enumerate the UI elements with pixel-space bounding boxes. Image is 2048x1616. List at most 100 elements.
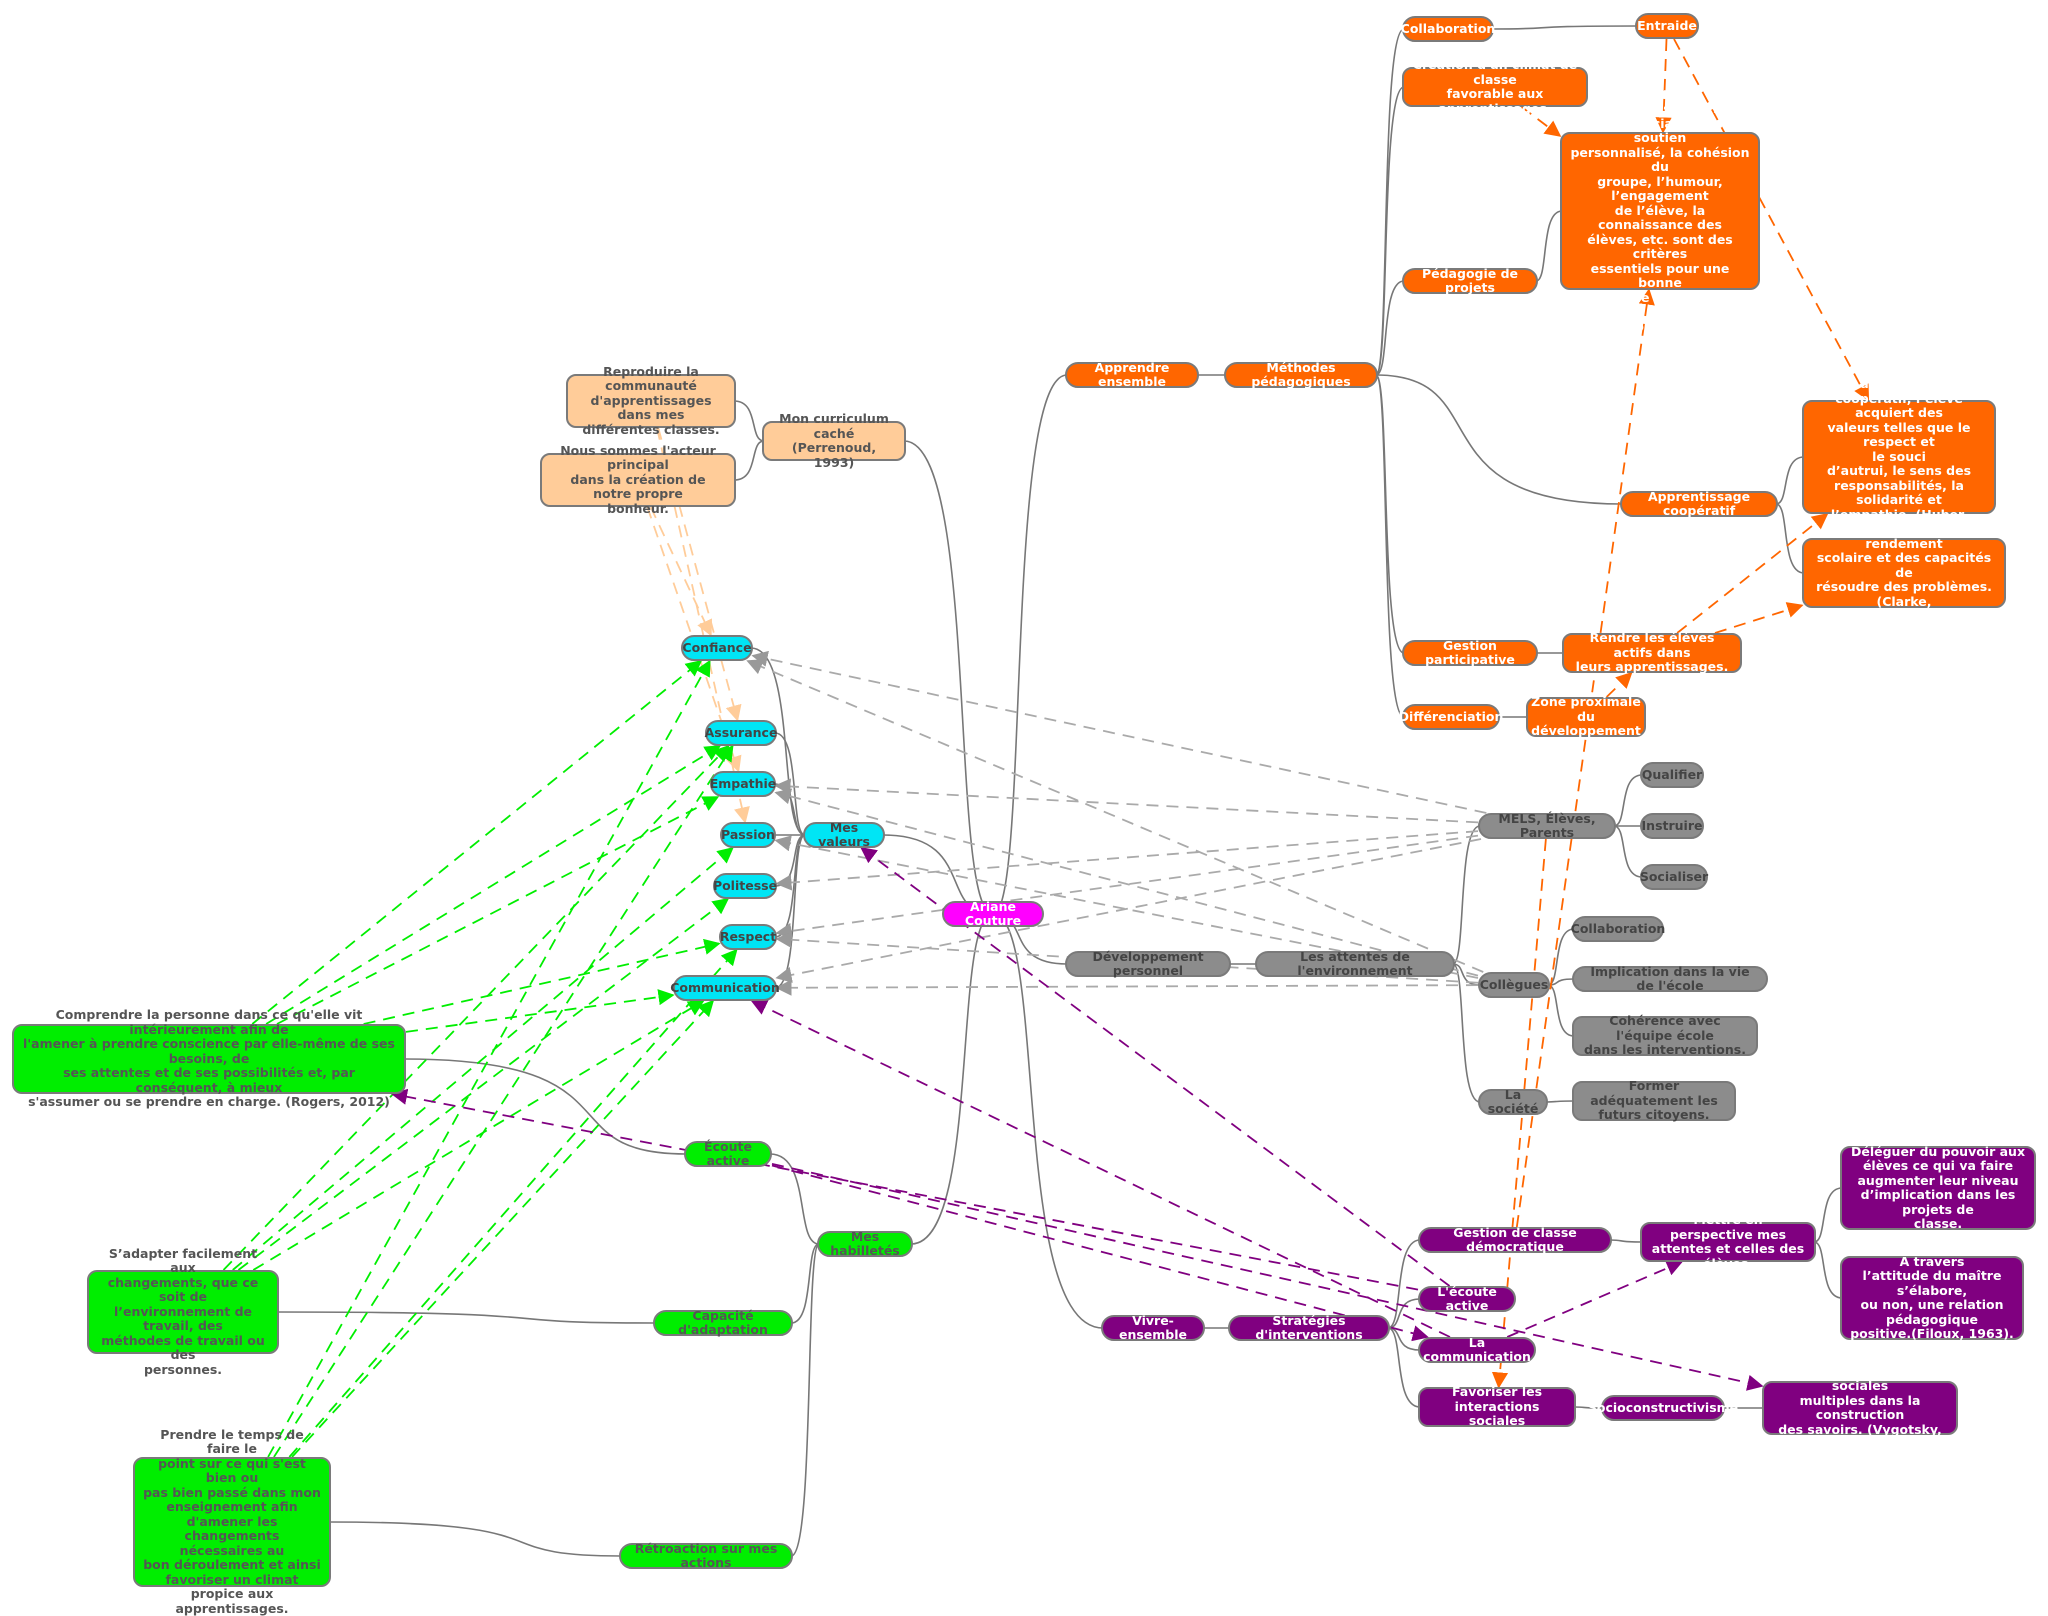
node-implication-ecole[interactable]: Implication dans la vie de l'école <box>1572 964 1768 993</box>
cross-link-purple <box>750 1000 1451 1338</box>
cross-link-green <box>265 745 722 1025</box>
tree-link <box>1775 456 1805 505</box>
tree-link <box>1491 25 1638 30</box>
cross-link-green <box>276 796 720 1025</box>
cross-link-purple <box>771 1164 1429 1342</box>
node-prendre-temps[interactable]: Prendre le temps de faire le point sur c… <box>133 1427 331 1616</box>
tree-link <box>769 1153 820 1245</box>
tree-link <box>1387 1239 1421 1329</box>
cross-link-gray <box>775 830 1479 891</box>
node-capacite-adaptation[interactable]: Capacité d'adaptation <box>653 1308 793 1337</box>
node-gestion-democratique[interactable]: Gestion de classe démocratique <box>1418 1225 1612 1254</box>
node-instruire[interactable]: Instruire <box>1640 813 1704 839</box>
node-mettre-perspective[interactable]: Mettre en perspective mes attentes et ce… <box>1640 1212 1816 1270</box>
node-empathie[interactable]: Empathie <box>710 771 776 797</box>
node-role-vygotsky[interactable]: Le rôle des interactions sociales multip… <box>1762 1364 1958 1451</box>
tree-link <box>1573 1406 1604 1409</box>
cross-link-green <box>222 744 730 1271</box>
tree-link <box>1375 28 1405 376</box>
tree-link <box>774 732 806 836</box>
node-mes-habiletes[interactable]: Mes habilletés <box>817 1229 913 1258</box>
node-comprendre-rogers[interactable]: Comprendre la personne dans ce qu'elle v… <box>12 1008 406 1109</box>
tree-link <box>1375 374 1405 654</box>
tree-link <box>790 1243 820 1324</box>
tree-link <box>1613 774 1643 827</box>
node-collaboration-gris[interactable]: Collaboration <box>1571 916 1665 942</box>
node-socialiser[interactable]: Socialiser <box>1640 864 1708 890</box>
cross-link-peach <box>649 506 713 637</box>
node-la-communication[interactable]: La communication <box>1418 1335 1536 1364</box>
tree-link <box>276 1311 656 1324</box>
node-amelioration-clarke[interactable]: Amélioration du rendement scolaire et de… <box>1802 522 2006 623</box>
cross-link-gray <box>775 979 1479 996</box>
node-retroaction[interactable]: Rétroaction sur mes actions <box>619 1541 793 1570</box>
node-curriculum-cache[interactable]: Mon curriculum caché (Perrenoud, 1993) <box>762 411 906 469</box>
tree-link <box>1545 1100 1575 1103</box>
node-respect[interactable]: Respect <box>719 924 777 950</box>
tree-link <box>1813 1241 1843 1299</box>
cross-link-gray <box>775 834 1479 939</box>
node-communication-valeur[interactable]: Communication <box>670 975 780 1001</box>
tree-link <box>1375 280 1405 376</box>
node-apprendre-ensemble[interactable]: Apprendre ensemble <box>1065 360 1199 389</box>
tree-link <box>1387 1327 1421 1351</box>
cross-link-green <box>251 659 703 1025</box>
node-methodes-pedagogiques[interactable]: Méthodes pédagogiques <box>1224 360 1378 389</box>
cross-link-peach <box>646 506 742 773</box>
node-grace-huber[interactable]: Grâce à l’apprentissage coopératif, l’él… <box>1802 377 1996 536</box>
node-mels-eleves-parents[interactable]: MELS, Élèves, Parents <box>1478 811 1616 840</box>
node-deleguer[interactable]: Déléguer du pouvoir aux élèves ce qui va… <box>1840 1144 2036 1231</box>
node-collaboration-orange[interactable]: Collaboration <box>1401 16 1495 42</box>
tree-link <box>790 1243 820 1557</box>
cross-link-gray <box>774 788 1479 977</box>
node-la-societe[interactable]: La société <box>1478 1087 1548 1116</box>
node-qualifier[interactable]: Qualifier <box>1640 762 1704 788</box>
node-favoriser-interactions[interactable]: Favoriser les interactions sociales <box>1418 1385 1576 1428</box>
cross-link-green <box>237 898 730 1271</box>
tree-link <box>733 400 765 442</box>
node-apprentissage-cooperatif[interactable]: Apprentissage coopératif <box>1620 489 1778 518</box>
node-strategies-interventions[interactable]: Stratégies d'interventions <box>1228 1313 1390 1342</box>
node-ecoute-active-verte[interactable]: Écoute active <box>684 1139 772 1168</box>
node-politesse[interactable]: Politesse <box>713 873 777 899</box>
node-attentes-environnement[interactable]: Les attentes de l'environnement <box>1255 949 1455 978</box>
tree-link <box>910 913 994 1245</box>
node-sadapter[interactable]: S’adapter facilement aux changements, qu… <box>87 1246 279 1377</box>
cross-link-green <box>232 846 734 1271</box>
node-creation-climat[interactable]: Création d'un climat de classe favorable… <box>1402 57 1588 115</box>
node-vivre-ensemble[interactable]: Vivre-ensemble <box>1101 1313 1205 1342</box>
cross-link-gray <box>751 650 1487 814</box>
node-entraide[interactable]: Entraide <box>1635 13 1699 39</box>
root-node[interactable]: Ariane Couture <box>942 899 1044 928</box>
node-acteur-principal[interactable]: Nous sommes l'acteur principal dans la c… <box>540 443 736 516</box>
node-ecoute-active-violette[interactable]: L'écoute active <box>1418 1284 1516 1313</box>
tree-link <box>992 913 1104 1329</box>
cross-link-green <box>363 938 721 1025</box>
tree-link <box>992 374 1068 915</box>
node-former-citoyens[interactable]: Former adéquatement les futurs citoyens. <box>1572 1079 1736 1122</box>
node-gestion-participative[interactable]: Gestion participative <box>1402 638 1538 667</box>
cross-link-green <box>291 999 715 1458</box>
node-rendre-actifs[interactable]: Rendre les élèves actifs dans leurs appr… <box>1562 631 1742 674</box>
node-pedagogie-projets[interactable]: Pédagogie de projets <box>1402 266 1538 295</box>
tree-link <box>1375 86 1405 376</box>
node-developpement-personnel[interactable]: Développement personnel <box>1065 949 1231 978</box>
node-collegues[interactable]: Collègues <box>1478 972 1550 998</box>
node-differenciation[interactable]: Différenciation <box>1399 704 1503 730</box>
node-soutien-tomlinson[interactable]: Le soutien à l’apprentissage, la différe… <box>1560 87 1760 334</box>
node-reproduire-communaute[interactable]: Reproduire la communauté d'apprentissage… <box>566 364 736 437</box>
node-coherence-equipe[interactable]: Cohérence avec l'équipe école dans les i… <box>1572 1014 1758 1057</box>
tree-link <box>1613 825 1643 878</box>
node-zone-proximale[interactable]: Zone proximale du développement <box>1526 695 1646 738</box>
tree-link <box>903 440 994 915</box>
node-assurance[interactable]: Assurance <box>705 720 777 746</box>
node-passion[interactable]: Passion <box>720 822 776 848</box>
node-a-travers-filoux[interactable]: À travers l’attitude du maître s’élabore… <box>1840 1254 2024 1341</box>
node-confiance[interactable]: Confiance <box>681 635 753 661</box>
tree-link <box>1547 984 1575 1037</box>
node-socioconstructivisme[interactable]: Socioconstructivisme <box>1588 1395 1738 1421</box>
node-mes-valeurs[interactable]: Mes valeurs <box>803 820 885 849</box>
cross-link-purple <box>390 1088 1419 1291</box>
cross-link-orange <box>1673 38 1870 402</box>
cross-link-green <box>288 948 738 1458</box>
